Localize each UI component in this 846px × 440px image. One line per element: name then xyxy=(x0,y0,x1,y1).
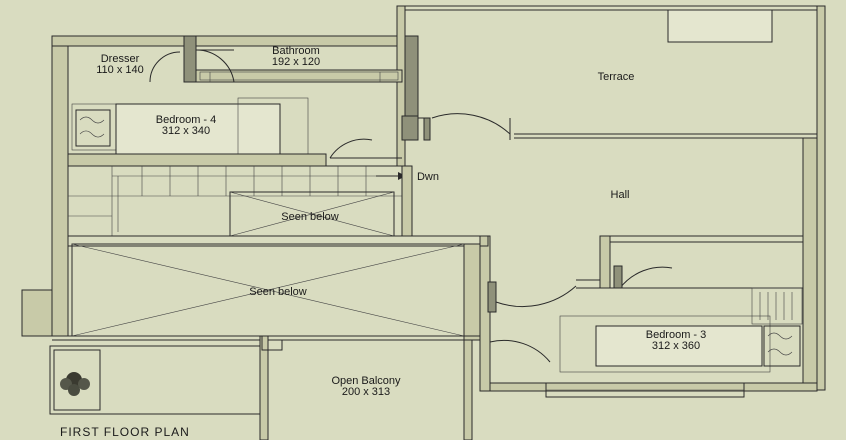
balcony-label: Open Balcony xyxy=(331,375,401,387)
main-seen-below-label: Seen below xyxy=(249,286,307,298)
bedroom4-door xyxy=(67,115,431,167)
bedroom3-walls xyxy=(545,235,803,398)
bathroom-label: Bathroom xyxy=(272,45,320,57)
bathroom-size: 192 x 120 xyxy=(272,56,320,68)
staircase xyxy=(67,165,413,237)
bedroom3-size: 312 x 360 xyxy=(652,340,700,352)
plant-icon xyxy=(60,372,90,396)
bedroom4-label: Bedroom - 4 xyxy=(156,114,217,126)
hall-doors xyxy=(431,113,577,313)
dresser-label: Dresser xyxy=(101,53,140,65)
hall-label: Hall xyxy=(611,189,630,201)
bedroom4-size: 312 x 340 xyxy=(162,125,210,137)
balcony-size: 200 x 313 xyxy=(342,386,390,398)
plan-title: FIRST FLOOR PLAN xyxy=(60,425,190,439)
bathroom-walls xyxy=(149,35,403,83)
stairs-down-label: Dwn xyxy=(417,171,439,183)
stair-seen-below-label: Seen below xyxy=(281,211,339,223)
bedroom3-label: Bedroom - 3 xyxy=(646,329,707,341)
balcony-walls xyxy=(259,335,551,440)
dresser-size: 110 x 140 xyxy=(96,64,144,76)
bedroom4-furniture xyxy=(71,97,309,155)
terrace-label: Terrace xyxy=(598,71,635,83)
